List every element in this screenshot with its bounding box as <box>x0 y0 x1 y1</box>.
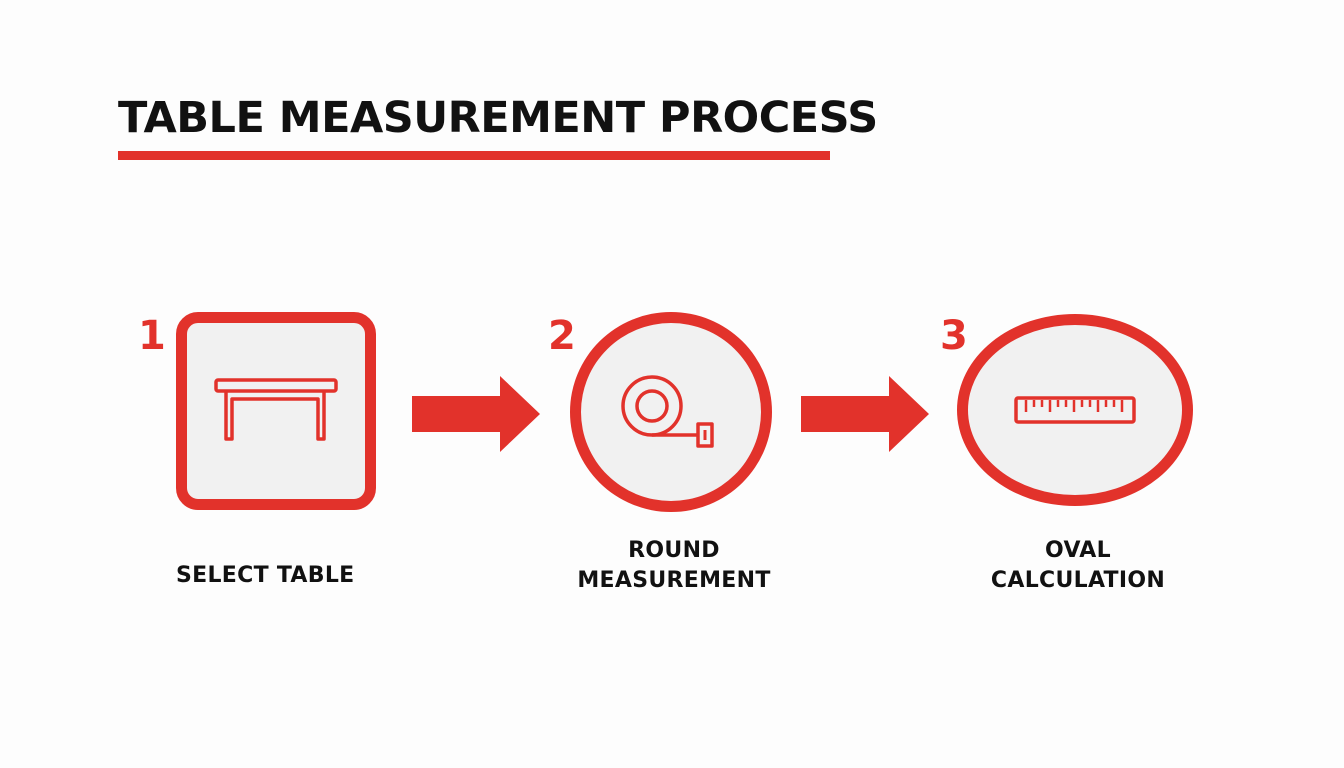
title-underline <box>118 151 830 160</box>
step-3-label-line-1: OVAL <box>1045 538 1111 563</box>
step-3-label-line-2: CALCULATION <box>990 568 1166 593</box>
step-3-number: 3 <box>940 313 968 359</box>
step-2-label-line-2: MEASUREMENT <box>577 568 771 593</box>
step-3-oval-frame <box>957 314 1193 506</box>
step-1-number: 1 <box>138 313 166 359</box>
step-1-label: SELECT TABLE <box>176 561 354 591</box>
step-1-label-line: SELECT TABLE <box>176 563 355 588</box>
arrow-right-icon <box>412 376 540 452</box>
table-icon <box>214 378 338 441</box>
step-2-label-line-1: ROUND <box>628 538 720 563</box>
step-1-square-frame <box>176 312 376 510</box>
page-title: TABLE MEASUREMENT PROCESS <box>118 93 878 143</box>
step-3-label: OVAL CALCULATION <box>968 536 1188 596</box>
arrow-right-icon <box>801 376 929 452</box>
step-2-number: 2 <box>548 313 576 359</box>
ruler-icon <box>1014 396 1136 424</box>
tape-measure-icon <box>621 375 714 448</box>
step-2-label: ROUND MEASUREMENT <box>564 536 784 596</box>
step-2-circle-frame <box>570 312 772 512</box>
